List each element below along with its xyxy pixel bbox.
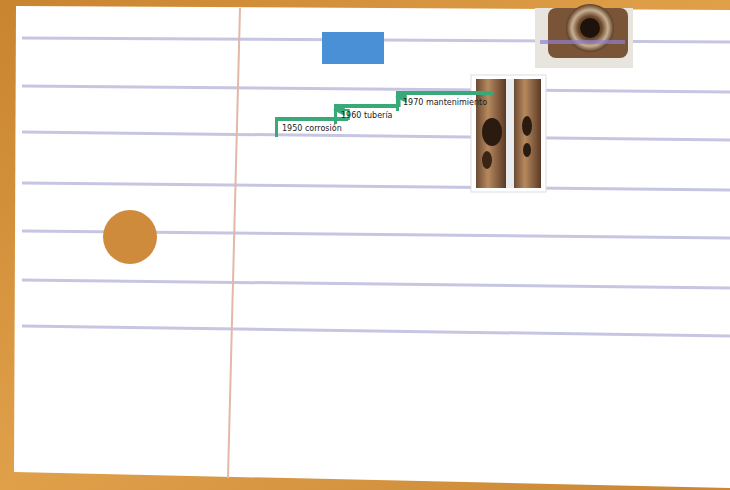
blue-rectangle bbox=[322, 32, 384, 64]
timeline-step: 1960 tubería bbox=[334, 104, 399, 124]
step-text: 1960 tubería bbox=[341, 111, 393, 120]
timeline-step: 1970 mantenimiento bbox=[396, 91, 493, 111]
paper-sheet bbox=[14, 6, 730, 488]
punch-hole bbox=[103, 210, 157, 264]
step-text: 1950 corrosión bbox=[282, 124, 342, 133]
pipe-photo bbox=[535, 4, 633, 68]
step-text: 1970 mantenimiento bbox=[403, 98, 487, 107]
margin-line bbox=[228, 8, 240, 478]
ruled-lines bbox=[22, 38, 730, 336]
